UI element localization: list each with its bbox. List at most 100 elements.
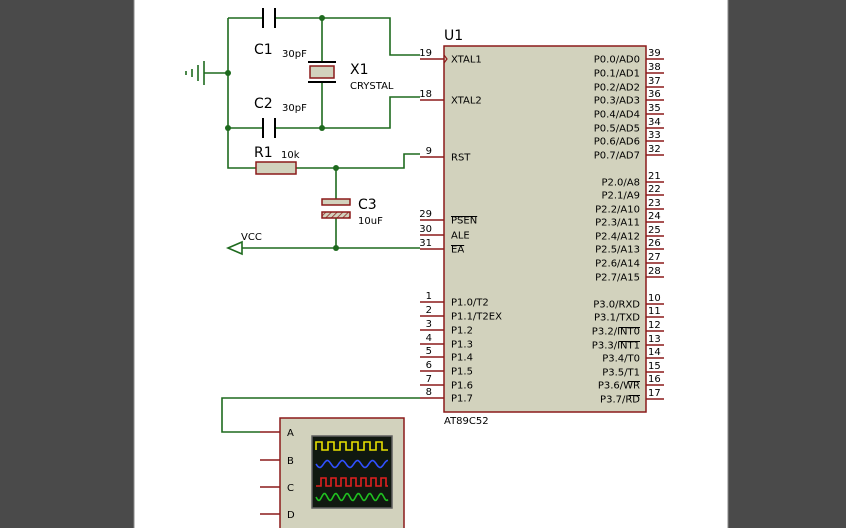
vcc-terminal[interactable]: VCC [225,232,262,256]
pin-name: P2.2/A10 [595,205,640,216]
crystal-x1[interactable]: X1 CRYSTAL [308,61,394,92]
mcu-pin-5[interactable]: 5P1.4 [420,346,473,364]
pin-name: P0.2/AD2 [594,83,640,94]
mcu-right-pins: 39P0.0/AD038P0.1/AD137P0.2/AD236P0.3/AD3… [592,48,664,406]
mcu-ref-label: U1 [444,28,463,44]
capacitor-c3[interactable]: C3 10uF [321,197,383,227]
ground-symbol[interactable] [185,61,205,85]
pin-name: P1.6 [451,381,473,392]
pin-number: 30 [419,224,432,235]
mcu-body [443,45,647,413]
pin-number: 28 [648,266,661,277]
pin-number: 2 [426,305,432,316]
mcu-pin-1[interactable]: 1P1.0/T2 [420,291,489,309]
pin-name: P2.6/A14 [595,259,640,270]
oscilloscope[interactable]: A B C D [260,417,405,528]
pin-name: P0.0/AD0 [594,55,640,66]
mcu-pin-8[interactable]: 8P1.7 [420,387,473,405]
pin-name: P2.4/A12 [595,232,640,243]
pin-name: P3.6/WR [598,381,640,392]
pin-name: P1.2 [451,326,473,337]
capacitor-c1[interactable]: C1 30pF [254,8,307,60]
trace-d [315,492,389,502]
pin-number: 36 [648,89,661,100]
pin-number: 3 [426,319,432,330]
pin-name: P1.3 [451,340,473,351]
pin-name: XTAL1 [451,55,482,66]
scope-channel-b[interactable]: B [260,456,294,467]
channel-label: B [287,456,294,467]
mcu-pin-2[interactable]: 2P1.1/T2EX [420,305,502,323]
pin-number: 4 [426,333,432,344]
capacitor-c2[interactable]: C2 30pF [254,96,307,138]
pin-name: P3.1/TXD [594,313,640,324]
pin-name: P1.4 [451,353,473,364]
pin-number: 39 [648,48,661,59]
pin-number: 35 [648,103,661,114]
pin-number: 25 [648,225,661,236]
channel-label: A [287,428,294,439]
r1-value-label: 10k [281,150,300,161]
pin-number: 29 [419,209,432,220]
pin-number: 21 [648,171,661,182]
pin-name: P0.5/AD5 [594,124,640,135]
scope-channel-d[interactable]: D [260,510,295,521]
pin-number: 8 [426,387,432,398]
mcu-u1[interactable]: U1 AT89C52 19XTAL118XTAL29RST29PSEN30ALE… [419,28,664,427]
pin-name: P0.7/AD7 [594,151,640,162]
pin-number: 31 [419,238,432,249]
pin-name: P2.3/A11 [595,218,640,229]
mcu-pin-3[interactable]: 3P1.2 [420,319,473,337]
pin-name: P2.1/A9 [601,191,640,202]
pin-number: 34 [648,117,661,128]
c3-value-label: 10uF [358,216,383,227]
pin-name: P1.0/T2 [451,298,489,309]
scope-channel-a[interactable]: A [260,428,294,439]
pin-number: 14 [648,347,661,358]
scope-channel-c[interactable]: C [260,483,294,494]
pin-name: P2.7/A15 [595,273,640,284]
mcu-pin-4[interactable]: 4P1.3 [420,333,473,351]
pin-name: XTAL2 [451,96,482,107]
pin-number: 12 [648,320,661,331]
trace-c [316,477,388,487]
pin-name: P1.7 [451,394,473,405]
trace-a [315,441,388,451]
x1-ref-label: X1 [350,62,369,78]
c2-value-label: 30pF [282,103,307,114]
mcu-pin-6[interactable]: 6P1.5 [420,360,473,378]
mcu-pin-7[interactable]: 7P1.6 [420,374,473,392]
resistor-r1[interactable]: R1 10k [254,145,300,175]
